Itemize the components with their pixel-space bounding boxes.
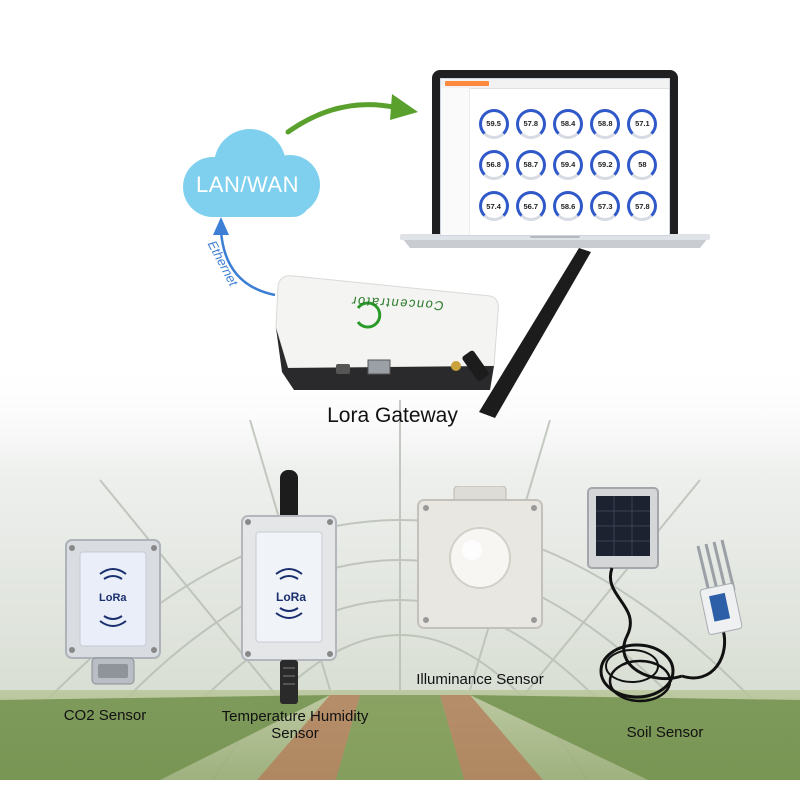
gauge-ring: [627, 108, 658, 139]
gauge-value: 57.4: [486, 201, 501, 211]
soil-sensor-label: Soil Sensor: [626, 724, 704, 741]
gauge-value: 58.6: [560, 201, 576, 211]
gauge-ring: [552, 108, 583, 139]
gauge-value: 56.7: [523, 201, 539, 211]
gauge-value: 57.8: [523, 119, 539, 129]
lora-gateway-device: [275, 275, 499, 390]
gateway-label: Lora Gateway: [327, 404, 458, 427]
gauge-ring: [590, 191, 621, 222]
gauge-ring: [627, 191, 658, 222]
gauge: 57.1: [624, 105, 661, 146]
gauge-value: 58.8: [597, 119, 613, 129]
gauge-value: 57.8: [635, 201, 650, 211]
gauge-ring: [478, 149, 509, 180]
gauge: 58.8: [587, 105, 624, 146]
gauge: 59.4: [549, 146, 586, 187]
gauge-ring: [552, 149, 583, 180]
gauge-grid: 59.5 57.8 58.4 58.8 57.1 56.8 58.7 59.4 …: [475, 105, 661, 229]
gauge-value: 59.5: [486, 119, 501, 129]
temperature-humidity-sensor-label: Temperature Humidity Sensor: [221, 708, 369, 743]
gauge-ring: [590, 149, 621, 180]
gauge-ring: [552, 191, 583, 222]
antenna-icon: [462, 248, 591, 418]
gauge: 59.5: [475, 105, 512, 146]
cloud-label: LAN/WAN: [196, 172, 299, 197]
gauge: 58.7: [512, 146, 549, 187]
temperature-humidity-lora-badge: LoRa: [276, 590, 306, 604]
co2-sensor-device: [65, 539, 161, 685]
gauge-ring: [478, 108, 509, 139]
gauge-value: 59.2: [597, 160, 613, 170]
gauge: 57.8: [624, 188, 661, 229]
gauge-ring: [627, 149, 658, 180]
temperature-humidity-sensor-device: [241, 470, 337, 704]
blue-arrow-icon: [213, 217, 276, 297]
laptop: 59.5 57.8 58.4 58.8 57.1 56.8 58.7 59.4 …: [400, 68, 710, 248]
gauge: 59.2: [587, 146, 624, 187]
gauge: 58: [624, 146, 661, 187]
gauge-value: 58: [638, 160, 647, 170]
gauge-ring: [478, 191, 509, 222]
gauge: 56.7: [512, 188, 549, 229]
gauge-value: 57.1: [635, 119, 650, 129]
greenhouse-background: [0, 360, 800, 800]
browser-tab: [445, 81, 489, 86]
gauge-ring: [515, 191, 546, 222]
gauge: 56.8: [475, 146, 512, 187]
gauge: 58.4: [549, 105, 586, 146]
gauge-value: 58.7: [523, 160, 539, 170]
illuminance-sensor-device: [417, 486, 543, 629]
gauge-ring: [590, 108, 621, 139]
gauge-ring: [515, 149, 546, 180]
gauge: 58.6: [549, 188, 586, 229]
dashboard-screen: 59.5 57.8 58.4 58.8 57.1 56.8 58.7 59.4 …: [440, 78, 670, 236]
dashboard-sidebar: [441, 88, 470, 235]
gauge-value: 58.4: [560, 119, 576, 129]
gauge: 57.8: [512, 105, 549, 146]
browser-bar: [441, 79, 669, 89]
green-arrow-icon: [285, 94, 418, 135]
co2-lora-badge: LoRa: [99, 592, 127, 604]
co2-sensor-label: CO2 Sensor: [63, 707, 147, 724]
gauge: 57.4: [475, 188, 512, 229]
lan-wan-cloud: [183, 129, 320, 217]
illuminance-sensor-label: Illuminance Sensor: [416, 671, 544, 688]
gauge-ring: [515, 108, 546, 139]
gauge-value: 57.3: [597, 201, 613, 211]
gauge: 57.3: [587, 188, 624, 229]
soil-sensor-device: [587, 487, 743, 703]
gauge-value: 56.8: [486, 160, 501, 170]
gauge-value: 59.4: [560, 160, 576, 170]
